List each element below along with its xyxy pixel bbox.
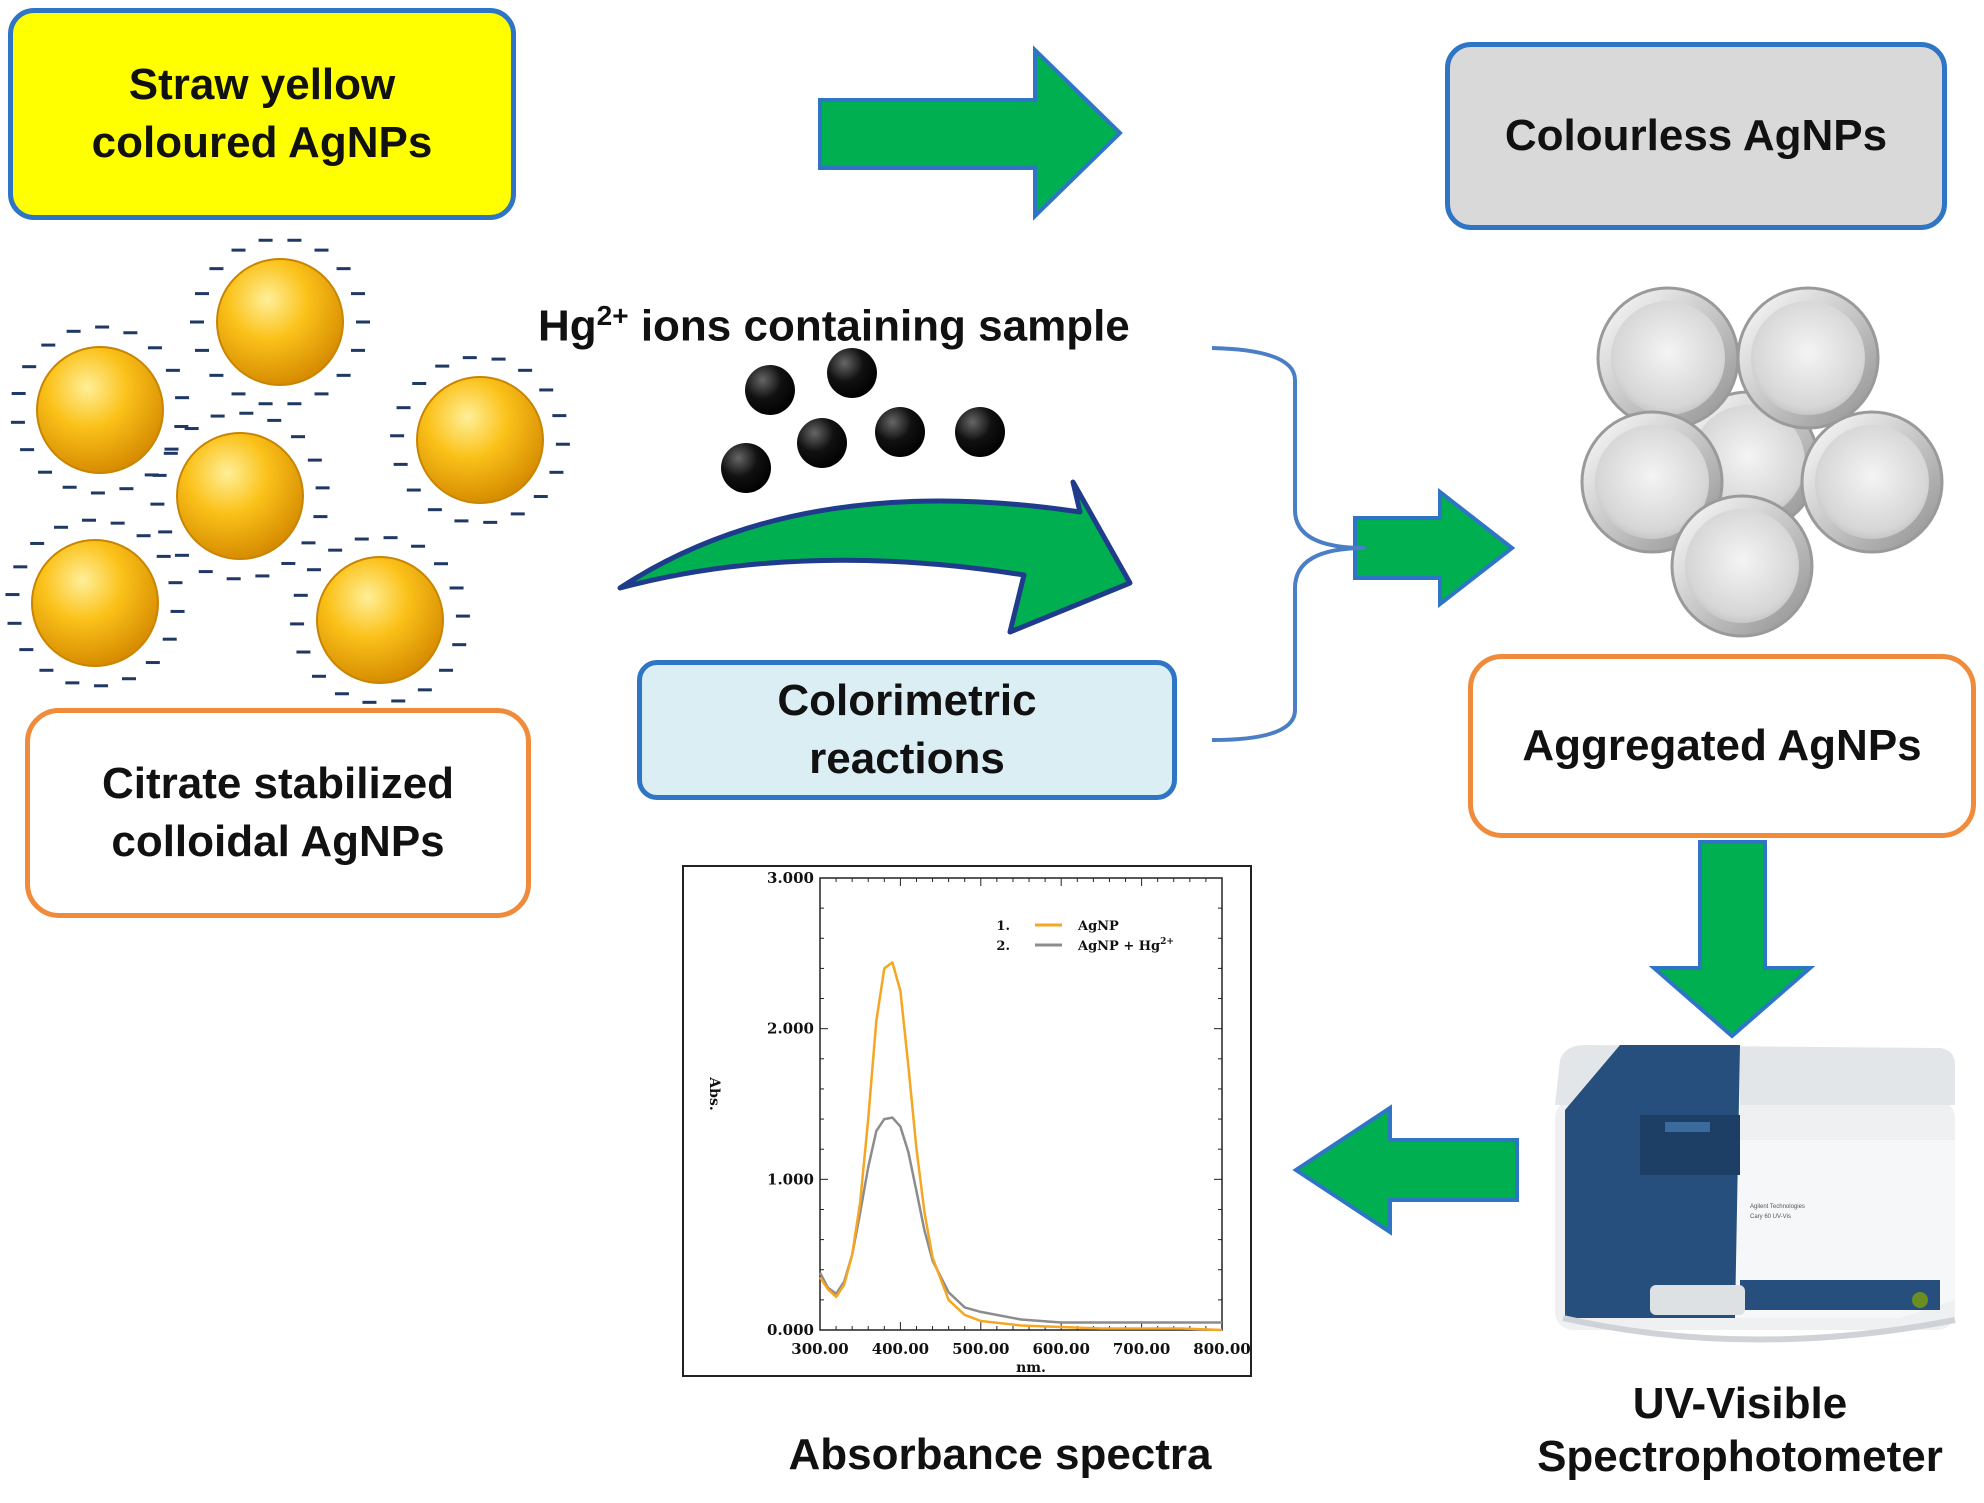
bracket bbox=[1211, 346, 1366, 742]
y-axis-label: Abs. bbox=[706, 1076, 722, 1110]
x-tick-label: 600.00 bbox=[1032, 1340, 1089, 1358]
series-line-2 bbox=[818, 1116, 1222, 1324]
instrument-badge-line1: Agilent Technologies bbox=[1750, 1204, 1805, 1210]
y-tick-label: 1.000 bbox=[767, 1170, 814, 1188]
colorimetric-line2: reactions bbox=[809, 734, 1005, 783]
y-tick-label: 0.000 bbox=[767, 1321, 814, 1339]
straw-yellow-box: Straw yellow coloured AgNPs bbox=[8, 8, 516, 220]
y-tick-label: 3.000 bbox=[767, 869, 814, 887]
colorimetric-box: Colorimetric reactions bbox=[637, 660, 1177, 800]
aggregated-nanoparticles bbox=[1580, 286, 1944, 638]
x-tick-label: 800.00 bbox=[1193, 1340, 1250, 1358]
hg-sup: 2+ bbox=[596, 300, 629, 331]
top-right-arrow bbox=[818, 45, 1123, 221]
instrument-line2: Spectrophotometer bbox=[1537, 1431, 1943, 1481]
hg-suffix: ions containing sample bbox=[628, 301, 1130, 351]
aggregated-box: Aggregated AgNPs bbox=[1468, 654, 1976, 838]
hg-sample-label: Hg2+ ions containing sample bbox=[538, 300, 1178, 352]
series-line-1 bbox=[818, 961, 1223, 1332]
plot-area bbox=[819, 877, 1223, 1331]
gold-nanoparticle bbox=[290, 536, 470, 704]
gold-nanoparticle bbox=[190, 238, 370, 406]
x-axis-label: nm. bbox=[1016, 1360, 1046, 1376]
aggregated-label: Aggregated AgNPs bbox=[1522, 720, 1922, 770]
absorbance-chart-frame bbox=[682, 865, 1252, 1377]
absorbance-label: Absorbance spectra bbox=[788, 1430, 1212, 1479]
legend-label: AgNP + Hg2+ bbox=[1077, 937, 1174, 954]
gold-nanoparticle bbox=[10, 325, 190, 495]
x-tick-label: 500.00 bbox=[952, 1340, 1009, 1358]
colorimetric-line1: Colorimetric bbox=[777, 675, 1037, 725]
x-tick-label: 300.00 bbox=[791, 1340, 848, 1358]
gold-nanoparticle bbox=[150, 411, 330, 581]
colourless-box: Colourless AgNPs bbox=[1445, 42, 1947, 230]
down-arrow bbox=[1648, 840, 1816, 1039]
legend-number: 2. bbox=[996, 939, 1010, 954]
instrument-badge: Agilent Technologies Cary 60 UV-Vis bbox=[1750, 1203, 1840, 1222]
small-right-arrow bbox=[1353, 487, 1516, 609]
x-tick-label: 400.00 bbox=[872, 1340, 929, 1358]
citrate-nanoparticles bbox=[5, 238, 570, 704]
left-arrow bbox=[1292, 1104, 1519, 1236]
citrate-line1: Citrate stabilized bbox=[101, 758, 455, 808]
hg-prefix: Hg bbox=[538, 301, 597, 351]
citrate-box: Citrate stabilized colloidal AgNPs bbox=[25, 708, 531, 918]
gold-nanoparticle bbox=[390, 356, 570, 524]
instrument-line1: UV-Visible bbox=[1632, 1379, 1848, 1428]
citrate-line2: colloidal AgNPs bbox=[111, 817, 445, 866]
x-tick-label: 700.00 bbox=[1113, 1340, 1170, 1358]
legend-number: 1. bbox=[996, 919, 1010, 934]
instrument-label: UV-Visible Spectrophotometer bbox=[1500, 1378, 1980, 1484]
curved-reaction-arrow bbox=[617, 479, 1133, 635]
spectrophotometer-image bbox=[1555, 1045, 1956, 1343]
y-tick-label: 2.000 bbox=[767, 1020, 814, 1038]
straw-yellow-line1: Straw yellow bbox=[128, 59, 396, 109]
instrument-badge-line2: Cary 60 UV-Vis bbox=[1750, 1213, 1791, 1220]
straw-yellow-line2: coloured AgNPs bbox=[91, 118, 433, 167]
gold-nanoparticle bbox=[5, 518, 185, 688]
legend-label: AgNP bbox=[1077, 919, 1119, 934]
hg-ions bbox=[721, 348, 1005, 493]
colourless-label: Colourless AgNPs bbox=[1504, 110, 1888, 160]
